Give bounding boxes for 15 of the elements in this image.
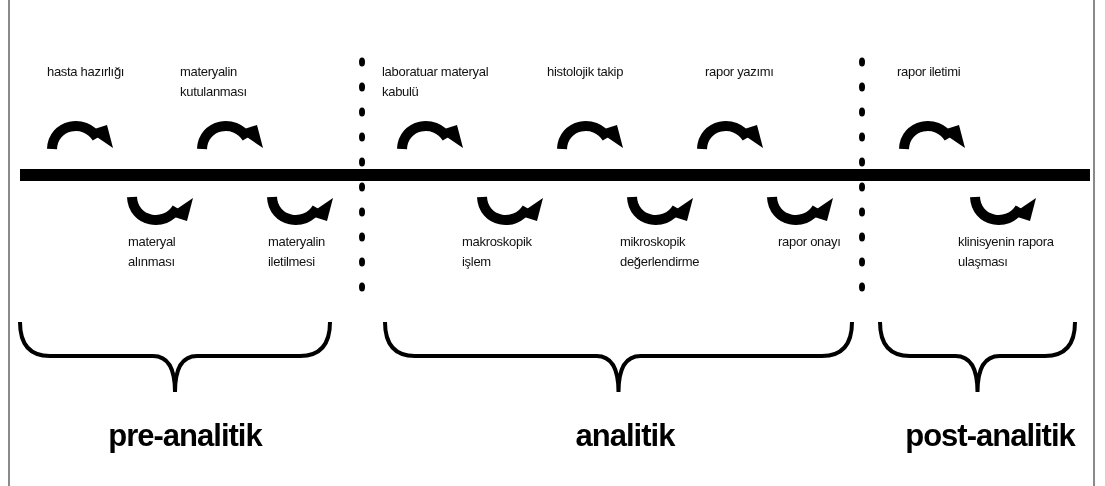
step-label: rapor iletimi: [897, 63, 962, 81]
step-label: materyal alınması: [128, 233, 177, 271]
step-label: klinisyenin rapora ulaşması: [958, 233, 1055, 271]
step-label: materyalin iletilmesi: [268, 233, 326, 271]
step-label: laboratuar materyal kabulü: [382, 63, 490, 101]
phase-label: pre-analitik: [108, 418, 262, 454]
step-label: histolojik takip: [547, 63, 625, 81]
step-label: mikroskopik değerlendirme: [620, 233, 701, 271]
step-label: hasta hazırlığı: [47, 63, 126, 81]
phase-label: analitik: [575, 418, 675, 454]
step-label: rapor onayı: [778, 233, 842, 251]
step-label: rapor yazımı: [705, 63, 775, 81]
step-label: materyalin kutulanması: [180, 63, 248, 101]
phase-label: post-analitik: [905, 418, 1075, 454]
step-label: makroskopik işlem: [462, 233, 533, 271]
